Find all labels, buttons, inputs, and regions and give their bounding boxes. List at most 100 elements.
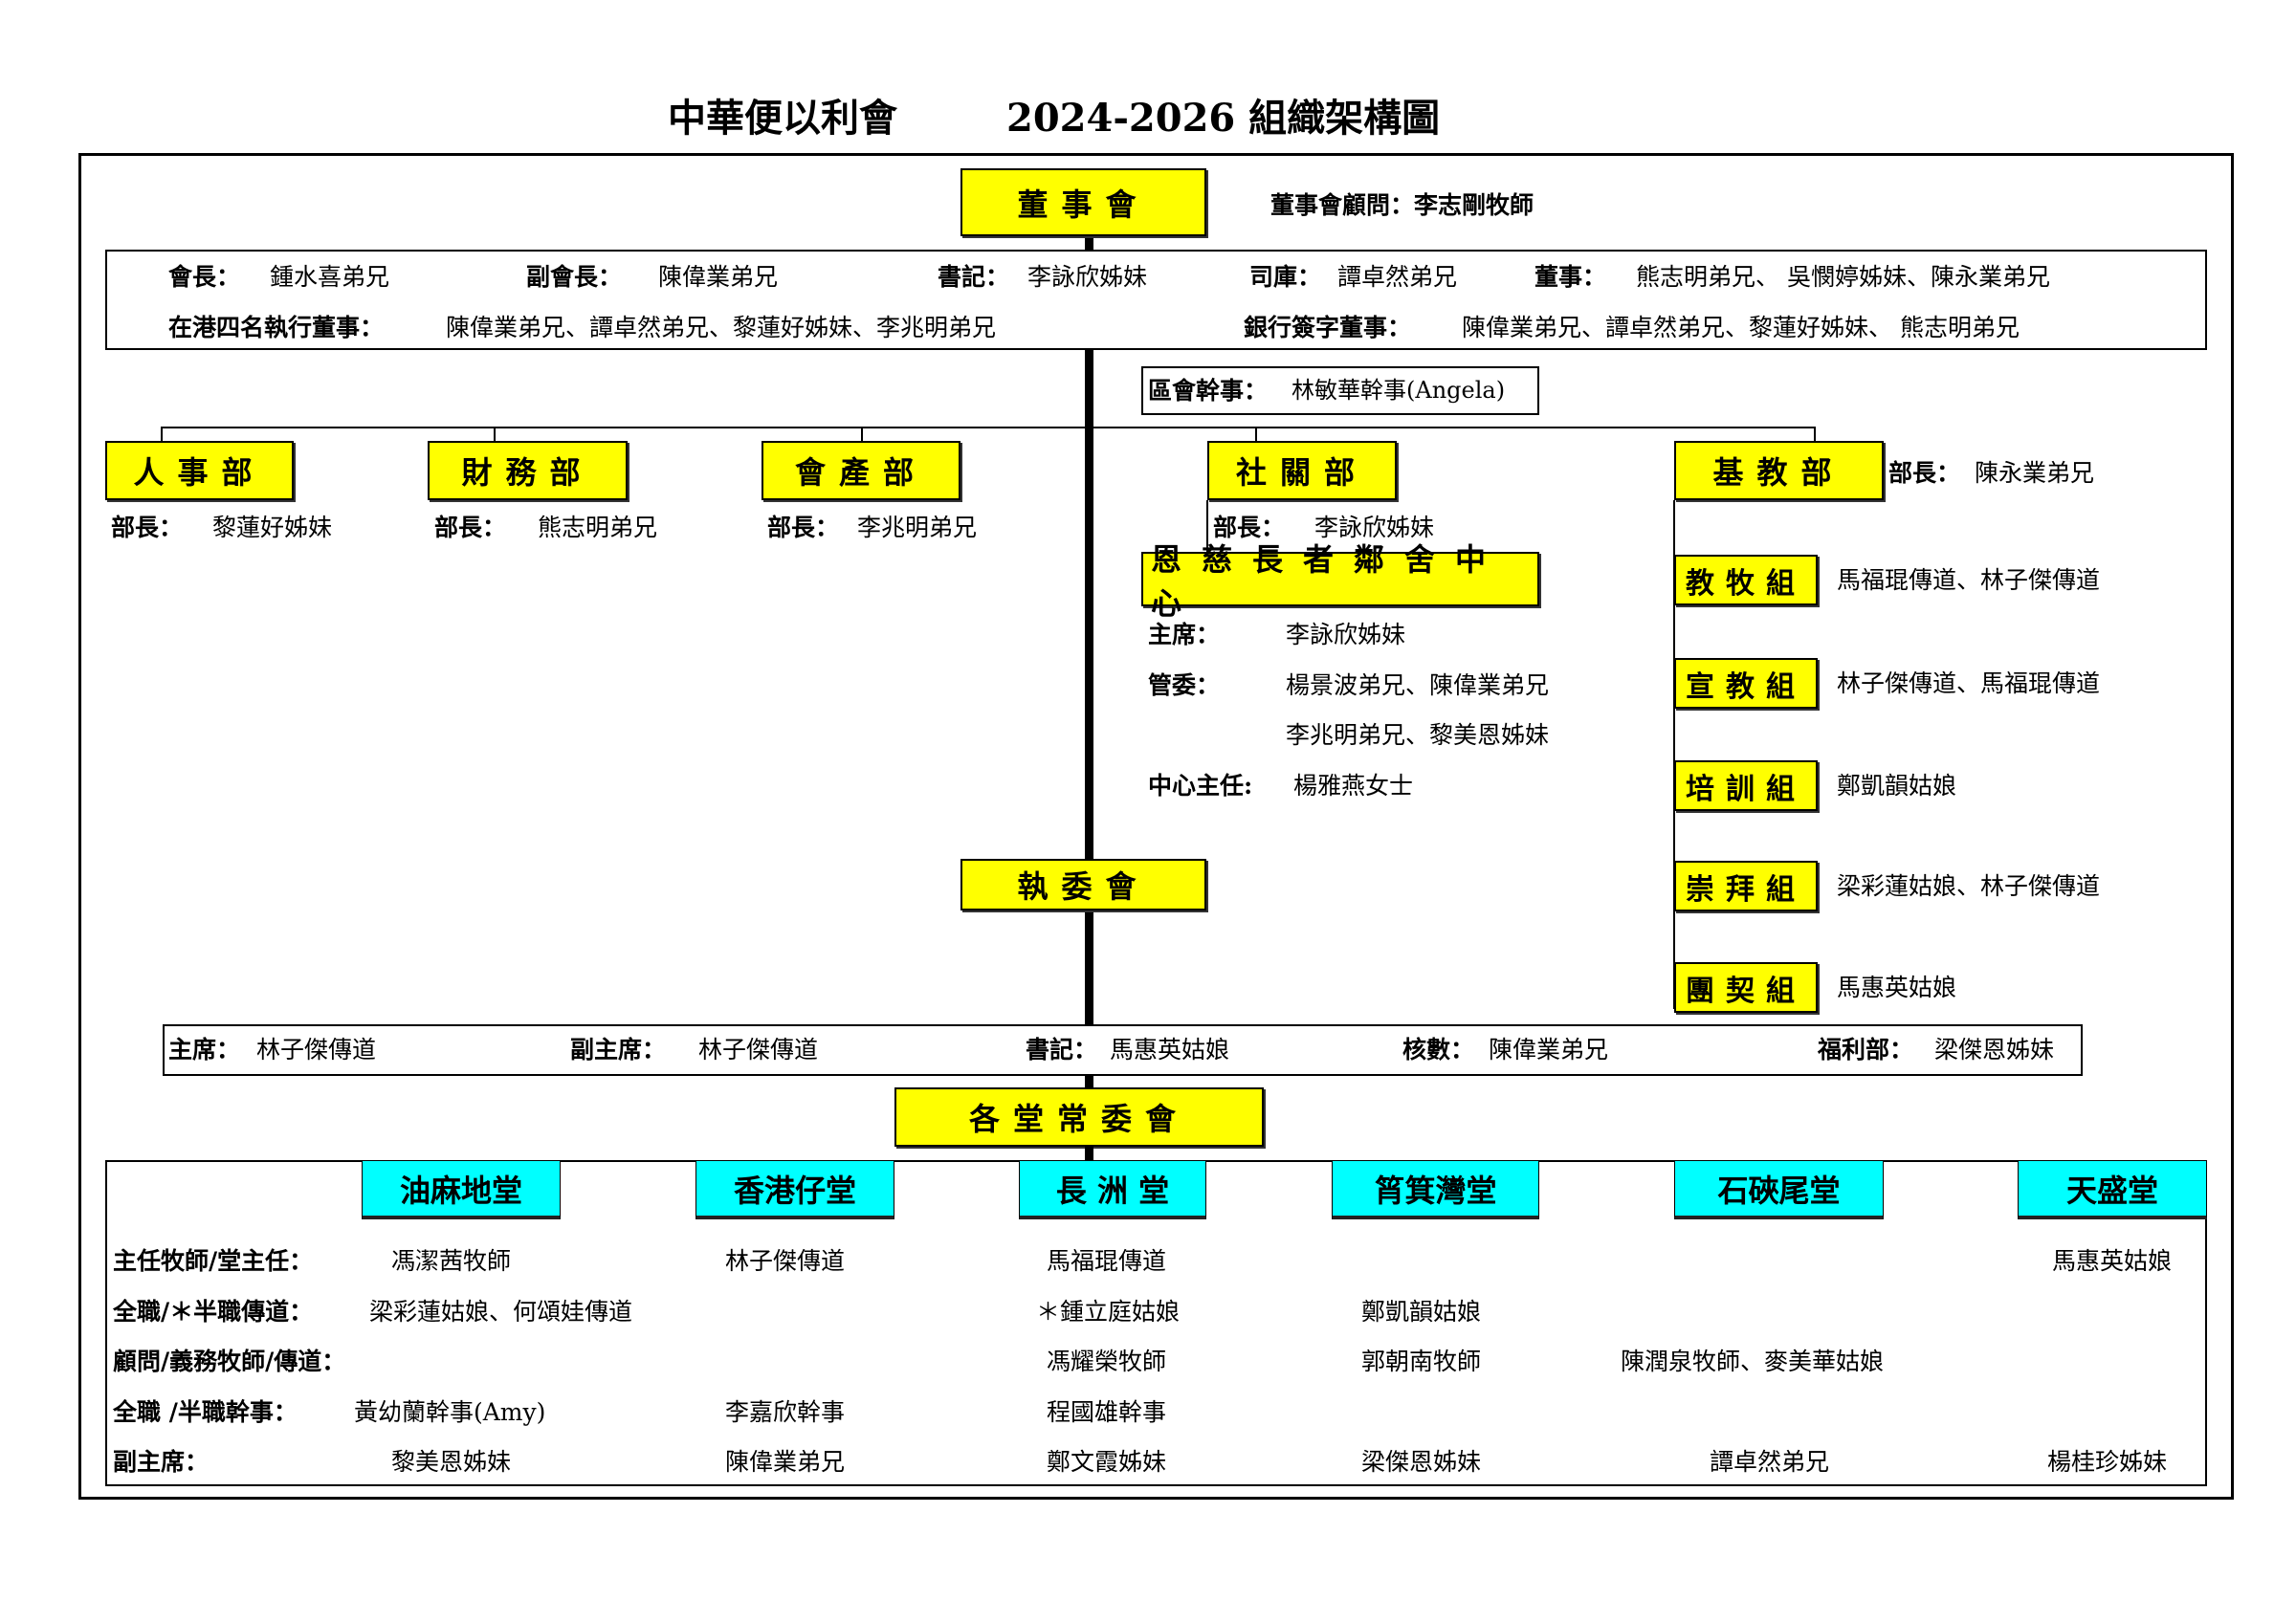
- group-members: 馬惠英姑娘: [1837, 974, 1957, 1001]
- exec-committee-box: 執委會: [960, 859, 1206, 910]
- church-box: 香港仔堂: [695, 1160, 894, 1219]
- church-cell: 陳潤泉牧師、麥美華姑娘: [1621, 1348, 1885, 1375]
- church-cell: 梁彩蓮姑娘、何頌娃傳道: [369, 1298, 633, 1326]
- group-name: 教牧組: [1686, 566, 1806, 601]
- dept-head-label: 部長：: [434, 514, 507, 541]
- title-org: 中華便以利會: [668, 96, 897, 141]
- centre-committee-1: 楊景波弟兄、陳偉業弟兄: [1286, 671, 1550, 699]
- dept-social: 社關部: [1207, 441, 1397, 500]
- exec-member: 林子傑傳道: [256, 1036, 377, 1064]
- exec-member-label: 福利部：: [1818, 1036, 1914, 1064]
- exec-member: 馬惠英姑娘: [1110, 1036, 1230, 1064]
- board-advisor: 董事會顧問：李志剛牧師: [1270, 191, 1534, 219]
- church-box: 石硤尾堂: [1674, 1160, 1884, 1219]
- board-directors-label: 董事：: [1534, 263, 1607, 291]
- elderly-centre-name: 恩慈長者鄰舍中心: [1151, 540, 1507, 622]
- title-term: 2024-2026 組織架構圖: [1006, 96, 1441, 141]
- church-cell: 馬福琨傳道: [1047, 1247, 1167, 1275]
- church-name: 天盛堂: [2065, 1172, 2158, 1209]
- centre-director-label: 中心主任:: [1148, 772, 1253, 800]
- church-cell: ＊鍾立庭姑娘: [1036, 1298, 1181, 1326]
- district-officer-label: 區會幹事：: [1148, 377, 1269, 405]
- church-cell: 楊桂珍姊妹: [2047, 1448, 2168, 1476]
- dept-finance: 財務部: [428, 441, 628, 500]
- church-row-label: 顧問/義務牧師/傳道：: [113, 1348, 346, 1375]
- dept-head: 熊志明弟兄: [538, 514, 658, 541]
- church-cell: 鄭凱韻姑娘: [1361, 1298, 1482, 1326]
- board-box: 董事會: [960, 168, 1206, 236]
- church-box: 油麻地堂: [362, 1160, 561, 1219]
- church-row-label: 全職/＊半職傳道：: [113, 1298, 314, 1326]
- dept-head-label: 部長：: [767, 514, 840, 541]
- dept-name: 人事部: [133, 454, 266, 491]
- group-box: 培訓組: [1674, 760, 1818, 811]
- church-cell: 林子傑傳道: [725, 1247, 846, 1275]
- group-box: 崇拜組: [1674, 861, 1818, 911]
- group-name: 宣教組: [1686, 669, 1806, 704]
- church-box: 筲箕灣堂: [1332, 1160, 1539, 1219]
- church-cell: 程國雄幹事: [1047, 1398, 1167, 1426]
- board-secretary: 李詠欣姊妹: [1027, 263, 1148, 291]
- exec-directors: 陳偉業弟兄、譚卓然弟兄、黎蓮好姊妹、李兆明弟兄: [446, 314, 997, 341]
- church-cell: 譚卓然弟兄: [1710, 1448, 1830, 1476]
- church-cell: 馮潔茜牧師: [391, 1247, 512, 1275]
- church-cell: 黎美恩姊妹: [391, 1448, 512, 1476]
- church-cell: 李嘉欣幹事: [725, 1398, 846, 1426]
- group-box: 宣教組: [1674, 658, 1818, 709]
- connector-tick: [1255, 427, 1257, 442]
- exec-member: 林子傑傳道: [698, 1036, 819, 1064]
- dept-head: 陳永業弟兄: [1975, 459, 2095, 487]
- groups-connector: [1673, 500, 1675, 1009]
- group-members: 梁彩蓮姑娘、林子傑傳道: [1837, 872, 2101, 900]
- group-box: 教牧組: [1674, 555, 1818, 605]
- exec-directors-label: 在港四名執行董事：: [168, 314, 385, 341]
- dept-head: 李兆明弟兄: [857, 514, 978, 541]
- group-box: 團契組: [1674, 962, 1818, 1013]
- dept-property: 會產部: [762, 441, 960, 500]
- exec-member-label: 書記：: [1026, 1036, 1098, 1064]
- church-name: 香港仔堂: [733, 1172, 856, 1209]
- exec-member: 陳偉業弟兄: [1489, 1036, 1609, 1064]
- board-directors: 熊志明弟兄、 吳憫婷姊妹、陳永業弟兄: [1636, 263, 2050, 291]
- church-committee-box: 各堂常委會: [894, 1087, 1264, 1147]
- dept-head-label: 部長：: [1888, 459, 1961, 487]
- group-name: 團契組: [1686, 974, 1806, 1008]
- centre-director: 楊雅燕女士: [1293, 772, 1414, 800]
- dept-head: 黎蓮好姊妹: [212, 514, 333, 541]
- church-row-label: 主任牧師/堂主任：: [113, 1247, 314, 1275]
- church-cell: 郭朝南牧師: [1361, 1348, 1482, 1375]
- district-officer-box: [1141, 366, 1539, 415]
- board-chair-label: 會長：: [168, 263, 241, 291]
- bank-signers: 陳偉業弟兄、譚卓然弟兄、黎蓮好姊妹、 熊志明弟兄: [1462, 314, 2020, 341]
- bank-signers-label: 銀行簽字董事：: [1244, 314, 1412, 341]
- board-treasurer-label: 司庫：: [1249, 263, 1322, 291]
- church-cell: 馬惠英姑娘: [2052, 1247, 2173, 1275]
- dept-name: 財務部: [461, 454, 594, 491]
- church-box: 長 洲 堂: [1019, 1160, 1206, 1219]
- church-row-label: 全職 /半職幹事：: [113, 1398, 298, 1426]
- church-cell: 梁傑恩姊妹: [1361, 1448, 1482, 1476]
- centre-committee-2: 李兆明弟兄、黎美恩姊妹: [1286, 721, 1550, 749]
- church-box: 天盛堂: [2018, 1160, 2207, 1219]
- spine-bottom: [1085, 1147, 1093, 1160]
- church-cell: 黃幼蘭幹事(Amy): [354, 1398, 546, 1426]
- church-committee-label: 各堂常委會: [968, 1101, 1189, 1137]
- connector-tick: [494, 427, 496, 442]
- board-secretary-label: 書記：: [938, 263, 1010, 291]
- social-connector: [1206, 500, 1208, 552]
- board-treasurer: 譚卓然弟兄: [1337, 263, 1458, 291]
- centre-chair-label: 主席：: [1148, 621, 1221, 648]
- group-name: 崇拜組: [1686, 872, 1806, 907]
- connector-tick: [1814, 427, 1816, 442]
- exec-members-box: [163, 1024, 2083, 1076]
- exec-member-label: 副主席：: [570, 1036, 667, 1064]
- church-name: 筲箕灣堂: [1374, 1172, 1497, 1209]
- church-cell: 鄭文霞姊妹: [1047, 1448, 1167, 1476]
- connector-tick: [161, 427, 163, 442]
- church-name: 油麻地堂: [399, 1172, 522, 1209]
- board-label: 董事會: [1017, 186, 1150, 223]
- board-vice-chair-label: 副會長：: [526, 263, 623, 291]
- dept-name: 基教部: [1712, 454, 1845, 491]
- connector-tick: [861, 427, 863, 442]
- church-name: 長 洲 堂: [1055, 1172, 1170, 1209]
